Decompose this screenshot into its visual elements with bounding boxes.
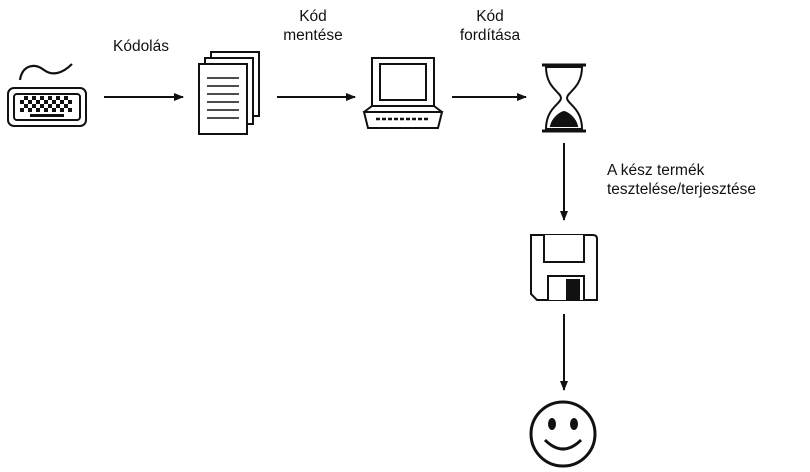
documents-icon — [198, 51, 260, 135]
floppy-disk-icon — [530, 234, 598, 301]
distribution-label: A kész termék tesztelése/terjesztése — [607, 162, 757, 198]
compiling-label: Kód fordítása — [459, 8, 521, 44]
computer-icon — [362, 57, 444, 129]
keyboard-icon — [7, 63, 87, 127]
hourglass-icon — [542, 63, 586, 133]
saving-label: Kód mentése — [283, 8, 343, 44]
coding-label: Kódolás — [112, 38, 169, 55]
smiley-face-icon — [529, 400, 597, 468]
